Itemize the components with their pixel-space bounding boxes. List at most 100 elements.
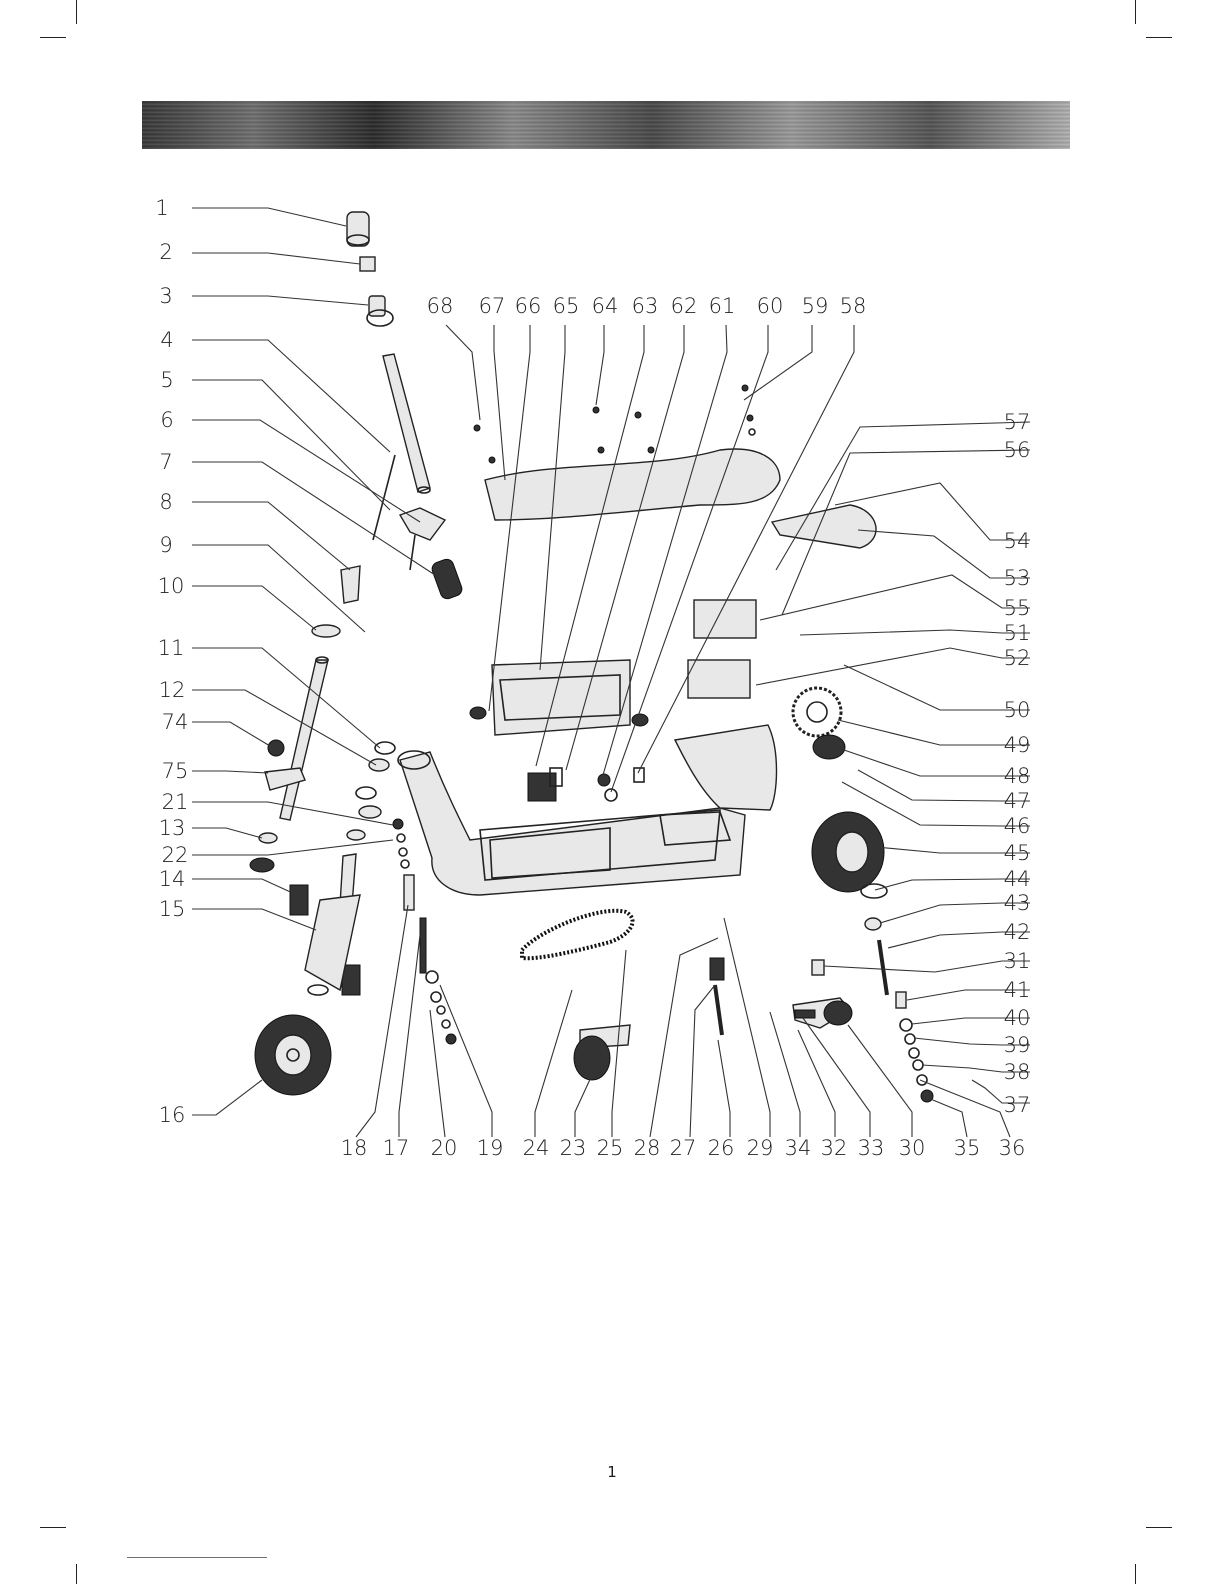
callout-63: 63 [632, 294, 659, 318]
brake-part [793, 998, 852, 1028]
callout-47: 47 [1004, 789, 1031, 813]
callout-33: 33 [858, 1136, 885, 1160]
callout-31: 31 [1004, 949, 1031, 973]
callout-22: 22 [162, 843, 189, 867]
callout-30: 30 [899, 1136, 926, 1160]
callout-27: 27 [670, 1136, 697, 1160]
deck-part [474, 385, 780, 520]
page-number: 1 [0, 1463, 1224, 1481]
callout-9: 9 [159, 533, 172, 557]
collar-part [360, 257, 375, 271]
callout-12: 12 [159, 678, 186, 702]
callout-18: 18 [341, 1136, 368, 1160]
callout-56: 56 [1004, 438, 1031, 462]
handlebar-part [373, 354, 445, 570]
callout-57: 57 [1004, 410, 1031, 434]
callout-1: 1 [155, 196, 168, 220]
sleeve-part [341, 566, 360, 603]
front-wheel-part [255, 1015, 331, 1095]
callout-68: 68 [427, 294, 454, 318]
callout-29: 29 [747, 1136, 774, 1160]
callout-4: 4 [160, 328, 173, 352]
callout-45: 45 [1004, 841, 1031, 865]
controller-part [528, 768, 644, 801]
kickstand-part [710, 958, 724, 1035]
callout-24: 24 [523, 1136, 550, 1160]
callout-23: 23 [560, 1136, 587, 1160]
callout-62: 62 [671, 294, 698, 318]
callout-20: 20 [431, 1136, 458, 1160]
callout-6: 6 [160, 408, 173, 432]
callout-53: 53 [1004, 566, 1031, 590]
callout-16: 16 [159, 1103, 186, 1127]
callout-13: 13 [159, 816, 186, 840]
battery-tray-part [470, 660, 648, 735]
callout-55: 55 [1004, 596, 1031, 620]
callout-59: 59 [802, 294, 829, 318]
callout-43: 43 [1004, 891, 1031, 915]
clamp-part [312, 625, 340, 637]
callout-17: 17 [383, 1136, 410, 1160]
callout-58: 58 [840, 294, 867, 318]
callout-65: 65 [553, 294, 580, 318]
callout-75: 75 [162, 759, 189, 783]
rear-wheel-part [812, 812, 884, 892]
callout-41: 41 [1004, 978, 1031, 1002]
callout-2: 2 [159, 240, 172, 264]
callout-25: 25 [597, 1136, 624, 1160]
callout-48: 48 [1004, 764, 1031, 788]
rear-cover-part [675, 725, 777, 810]
callout-32: 32 [821, 1136, 848, 1160]
motor-part [574, 1025, 630, 1080]
circlip-part [861, 884, 887, 898]
hub-part [813, 735, 845, 759]
callout-74: 74 [162, 710, 189, 734]
grip-right-part [430, 557, 464, 600]
callout-46: 46 [1004, 814, 1031, 838]
callout-67: 67 [479, 294, 506, 318]
callout-61: 61 [709, 294, 736, 318]
callout-60: 60 [757, 294, 784, 318]
rear-axle-part [879, 940, 887, 995]
callout-39: 39 [1004, 1033, 1031, 1057]
right-stack-part [812, 960, 933, 1102]
parts-drawing [250, 212, 933, 1102]
callout-54: 54 [1004, 529, 1031, 553]
callout-64: 64 [592, 294, 619, 318]
callout-35: 35 [954, 1136, 981, 1160]
chain-part [522, 911, 633, 958]
callout-5: 5 [160, 368, 173, 392]
callout-3: 3 [159, 284, 172, 308]
callout-51: 51 [1004, 621, 1031, 645]
callout-40: 40 [1004, 1006, 1031, 1030]
callout-15: 15 [159, 897, 186, 921]
callout-7: 7 [159, 450, 172, 474]
callout-34: 34 [785, 1136, 812, 1160]
callout-11: 11 [158, 636, 185, 660]
grip-part [347, 212, 369, 246]
callout-42: 42 [1004, 920, 1031, 944]
callout-37: 37 [1004, 1093, 1031, 1117]
footer-link-underline [127, 1557, 267, 1558]
callout-66: 66 [515, 294, 542, 318]
bearing-stack-part [250, 742, 395, 872]
throttle-part [367, 296, 393, 326]
callout-49: 49 [1004, 733, 1031, 757]
callout-38: 38 [1004, 1060, 1031, 1084]
callout-52: 52 [1004, 646, 1031, 670]
callout-36: 36 [999, 1136, 1026, 1160]
callout-8: 8 [159, 490, 172, 514]
callout-28: 28 [634, 1136, 661, 1160]
callout-44: 44 [1004, 867, 1031, 891]
sprocket-part [793, 688, 841, 736]
chain-guard-part [772, 505, 876, 548]
callout-26: 26 [708, 1136, 735, 1160]
steering-tube-part [265, 657, 328, 820]
washer-part [865, 918, 881, 930]
callout-10: 10 [158, 574, 185, 598]
callout-50: 50 [1004, 698, 1031, 722]
callout-21: 21 [162, 790, 189, 814]
callout-14: 14 [159, 867, 186, 891]
